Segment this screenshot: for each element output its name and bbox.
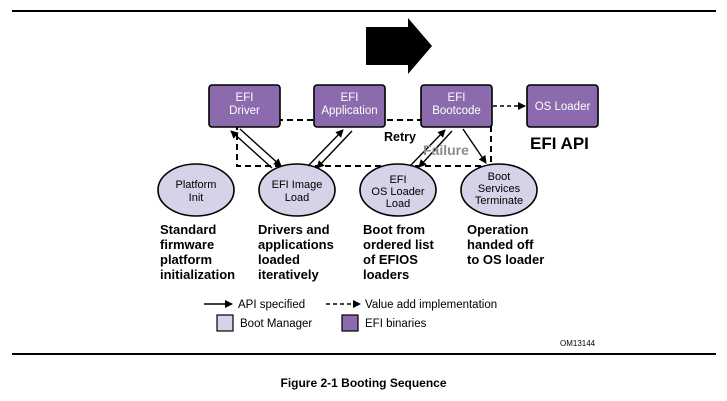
booting-sequence-diagram: EFI Driver EFI Application EFI Bootcode … [157,18,599,348]
legend-efi-binaries-swatch [341,314,359,332]
terminate-desc-3: to OS loader [467,252,544,267]
efi-bootcode-line-1: EFI [448,92,466,104]
efi-bootcode-box: EFI Bootcode [420,84,493,128]
terminate-desc-1: Operation [467,222,528,237]
failure-label: Failure [423,142,469,158]
efi-bootcode-line-2: Bootcode [432,105,481,117]
efi-image-load-node: EFI Image Load [258,163,336,217]
application-to-image-load-arrow [316,130,353,169]
bottom-rule [12,353,716,355]
os-loader-load-desc-1: Boot from [363,222,425,237]
os-loader-box: OS Loader [526,84,599,128]
boot-services-terminate-line-2: Services [478,183,521,195]
boot-services-terminate-node: Boot Services Terminate [460,163,538,217]
platform-init-desc-4: initialization [160,267,235,282]
efi-image-load-line-2: Load [285,192,309,204]
efi-driver-box: EFI Driver [208,84,281,128]
efi-os-loader-load-line-1: EFI [389,174,406,186]
boot-services-terminate-line-3: Terminate [475,195,523,207]
os-loader-load-desc-2: ordered list [363,237,434,252]
efi-image-load-line-1: EFI Image [272,179,323,191]
figure-id: OM13144 [560,339,596,348]
image-load-to-driver-arrow [230,130,273,169]
legend-efi-binaries: EFI binaries [365,318,427,330]
image-load-desc-4: iteratively [258,267,319,282]
image-load-desc-3: loaded [258,252,300,267]
platform-init-desc-2: firmware [160,237,214,252]
top-rule [12,10,716,12]
bootcode-to-terminate-arrow [462,128,487,164]
boot-services-terminate-line-1: Boot [488,171,511,183]
efi-os-loader-load-line-2: OS Loader [371,186,425,198]
retry-label: Retry [384,130,416,144]
os-loader-load-desc-4: loaders [363,267,409,282]
bootcode-to-os-loader-load-arrow [418,130,453,168]
image-load-desc-1: Drivers and [258,222,330,237]
platform-init-desc-1: Standard [160,222,216,237]
image-load-desc-2: applications [258,237,334,252]
terminate-desc-2: handed off [467,237,534,252]
platform-init-line-2: Init [189,192,204,204]
driver-to-image-load-arrow [239,128,282,167]
os-loader-label: OS Loader [535,101,591,113]
efi-application-line-2: Application [321,105,377,117]
platform-init-line-1: Platform [176,179,217,191]
efi-application-box: EFI Application [313,84,386,128]
legend-api-specified: API specified [238,299,305,311]
big-arrow-icon [366,18,432,74]
os-loader-load-desc-3: of EFIOS [363,252,418,267]
legend-boot-manager-swatch [216,314,234,332]
figure-caption: Figure 2-1 Booting Sequence [280,376,447,390]
efi-application-line-1: EFI [341,92,359,104]
efi-os-loader-load-line-3: Load [386,198,410,210]
efi-api-label: EFI API [530,134,589,153]
legend-value-add: Value add implementation [365,299,497,311]
image-load-to-application-arrow [307,129,344,167]
efi-driver-line-1: EFI [236,92,254,104]
legend: API specified Value add implementation B… [204,299,497,332]
platform-init-node: Platform Init [157,163,235,217]
platform-init-desc-3: platform [160,252,212,267]
efi-driver-line-2: Driver [229,105,260,117]
efi-os-loader-load-node: EFI OS Loader Load [359,163,437,217]
os-loader-load-to-bootcode-arrow [409,129,446,167]
legend-boot-manager: Boot Manager [240,318,312,330]
